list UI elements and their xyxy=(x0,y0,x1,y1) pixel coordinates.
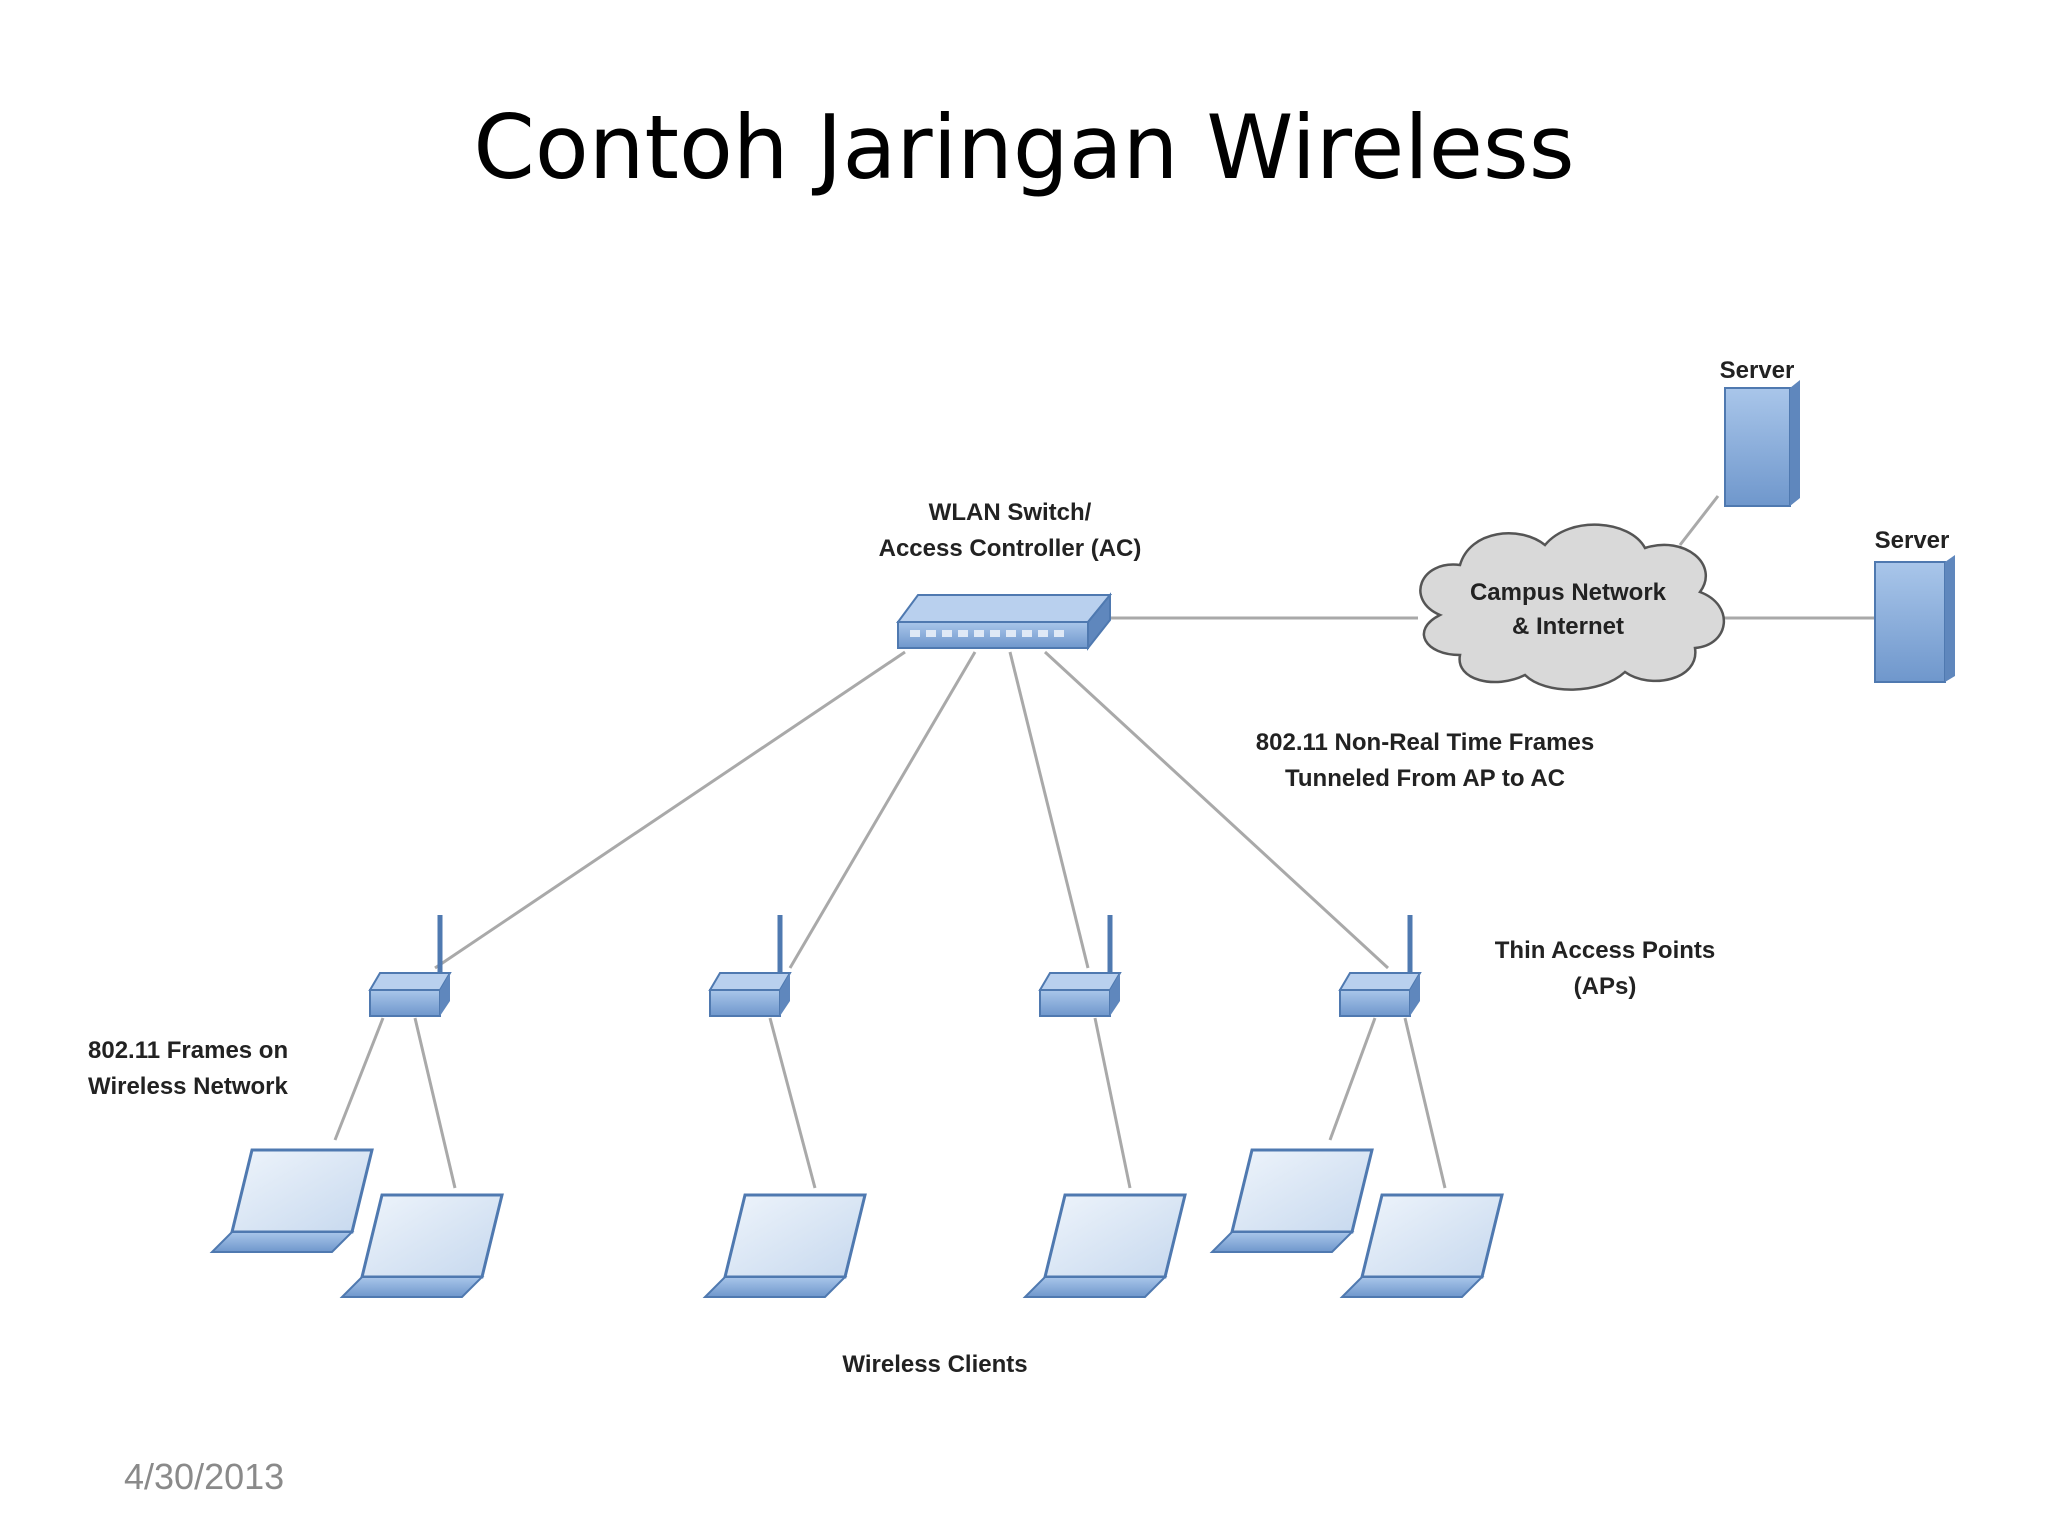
cloud-label-line2: & Internet xyxy=(1512,613,1624,640)
switch-label-line2: Access Controller (AC) xyxy=(879,535,1142,562)
server-right-icon xyxy=(1874,555,1955,683)
link-ap1-client1 xyxy=(333,1017,385,1141)
access-point-icon xyxy=(368,915,452,1017)
link-switch-ap3 xyxy=(1008,651,1090,969)
link-ap1-client2 xyxy=(413,1017,457,1189)
access-point-icon xyxy=(1338,915,1422,1017)
link-switch-ap2 xyxy=(788,651,977,969)
slide-date: 4/30/2013 xyxy=(124,1456,285,1497)
wireless-annotation-line2: Wireless Network xyxy=(88,1073,289,1100)
switch-label-line1: WLAN Switch/ xyxy=(929,499,1092,526)
link-switch-ap4 xyxy=(1043,650,1390,970)
cloud-icon xyxy=(1419,523,1726,691)
clients-label: Wireless Clients xyxy=(842,1351,1027,1378)
link-ap3-client4 xyxy=(1093,1017,1132,1189)
tunnel-annotation-line2: Tunneled From AP to AC xyxy=(1285,765,1565,792)
link-cloud-server-top xyxy=(1678,495,1720,546)
laptop-icon xyxy=(209,1148,374,1253)
link-switch-ap1 xyxy=(434,650,906,970)
access-point-icon xyxy=(1038,915,1122,1017)
links xyxy=(333,495,1875,1189)
ap-label-line2: (APs) xyxy=(1574,973,1637,1000)
access-point-icon xyxy=(708,915,792,1017)
tunnel-annotation-line1: 802.11 Non-Real Time Frames xyxy=(1256,729,1594,756)
laptop-icon xyxy=(1022,1193,1187,1298)
laptop-icon xyxy=(1339,1193,1504,1298)
link-ap4-client5 xyxy=(1328,1017,1377,1141)
link-ap4-client6 xyxy=(1403,1017,1447,1189)
wlan-switch-icon xyxy=(896,592,1113,651)
laptop-icon xyxy=(339,1193,504,1298)
ap-label-line1: Thin Access Points xyxy=(1495,937,1716,964)
server-right-label: Server xyxy=(1875,527,1950,554)
server-top-icon xyxy=(1724,380,1800,507)
laptop-icon xyxy=(702,1193,867,1298)
wireless-annotation-line1: 802.11 Frames on xyxy=(88,1037,288,1064)
laptop-icon xyxy=(1209,1148,1374,1253)
link-ap2-client3 xyxy=(768,1017,817,1189)
slide-title: Contoh Jaringan Wireless xyxy=(473,96,1575,199)
server-top-label: Server xyxy=(1720,357,1795,384)
cloud-label-line1: Campus Network xyxy=(1470,579,1667,606)
